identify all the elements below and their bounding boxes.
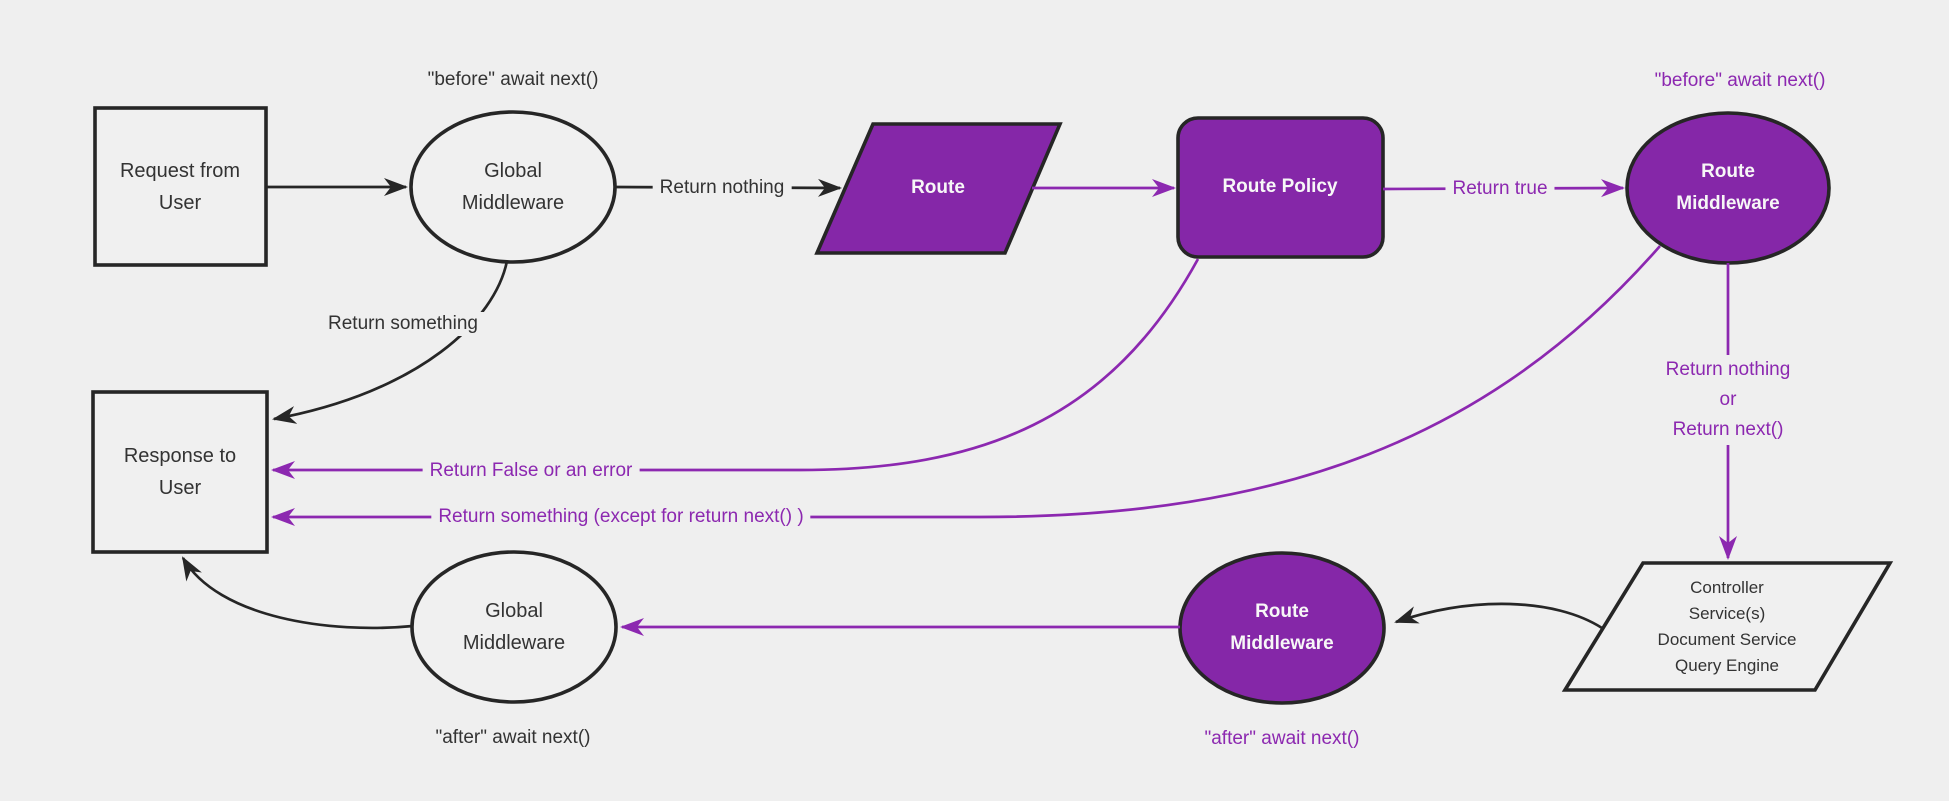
return-something-except-label: Return something (except for return next…	[431, 505, 811, 529]
after-await-next-purple-label: "after" await next()	[1204, 728, 1360, 749]
route-middleware-top-label: Route Middleware	[1676, 161, 1780, 214]
return-something-label: Return something	[321, 312, 485, 336]
edge-return-something-to-response	[272, 260, 509, 424]
edge-controller-to-route-middleware-bottom	[1394, 602, 1603, 630]
before-await-next-purple-label: "before" await next()	[1654, 70, 1826, 91]
edge-return-false-to-response	[271, 258, 1200, 479]
return-false-or-error-label: Return False or an error	[422, 459, 640, 483]
before-await-next-black-label: "before" await next()	[427, 69, 599, 90]
global-middleware-bottom-label: Global Middleware	[462, 600, 566, 654]
response-to-user-label: Response to User	[123, 445, 237, 499]
request-from-user-label: Request from User	[119, 160, 241, 214]
edge-global-middleware-bottom-to-response	[181, 556, 414, 630]
node-route	[814, 122, 1063, 255]
after-await-next-black-label: "after" await next()	[435, 727, 591, 748]
return-nothing-or-next-label: Return nothing or Return next()	[1658, 355, 1798, 445]
node-response-to-user	[91, 390, 269, 554]
global-middleware-top-label: Global Middleware	[461, 160, 565, 214]
controller-services-label: Controller Service(s) Document Service Q…	[1657, 578, 1797, 675]
node-request-from-user	[93, 106, 268, 267]
node-route-policy	[1176, 116, 1385, 259]
edge-return-something-except-to-response	[271, 245, 1662, 526]
route-label: Route	[911, 177, 965, 198]
return-nothing-label: Return nothing	[652, 176, 792, 200]
node-controller-services	[1561, 561, 1894, 692]
route-policy-label: Route Policy	[1222, 176, 1338, 197]
route-middleware-bottom-label: Route Middleware	[1230, 601, 1334, 654]
return-true-label: Return true	[1445, 177, 1555, 201]
